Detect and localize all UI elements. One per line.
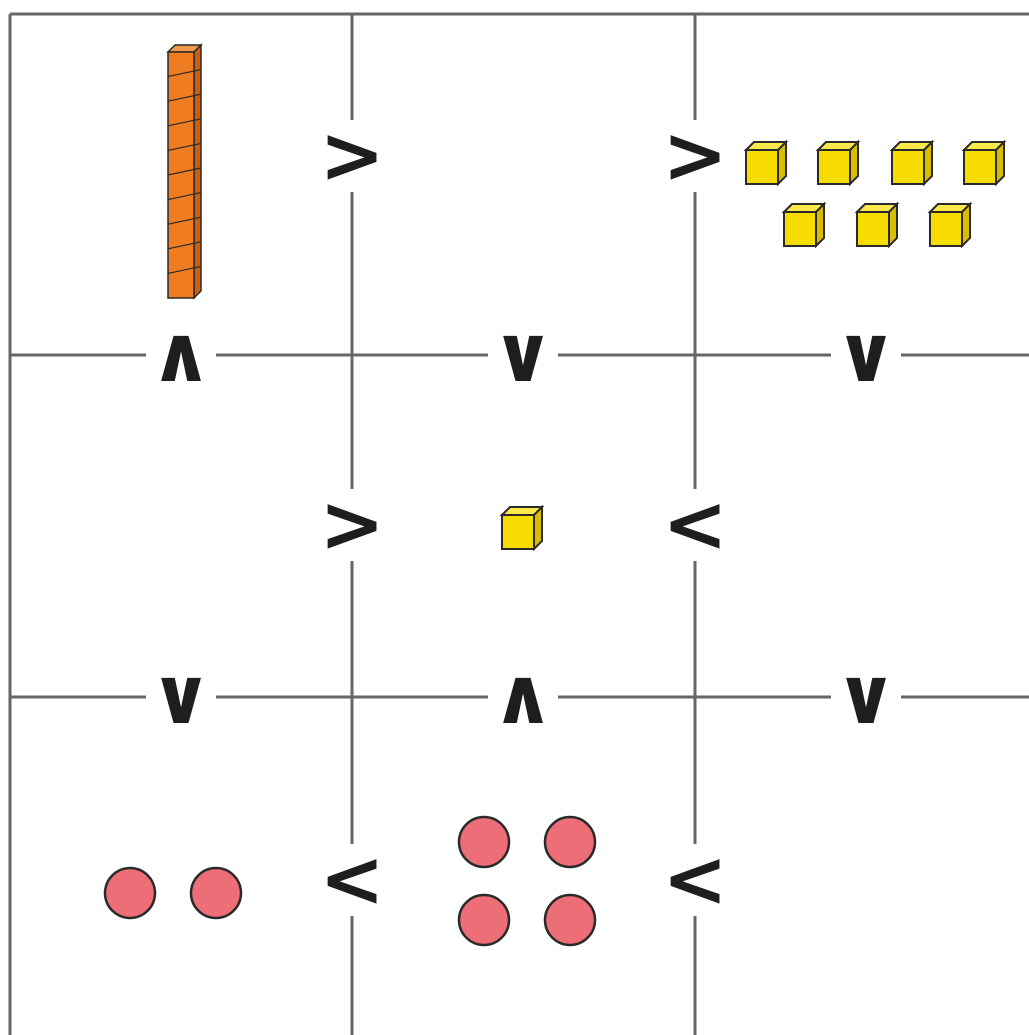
comparison-symbol-vertical: ∨ (834, 310, 897, 400)
unit-cube (929, 203, 971, 247)
unit-cube (501, 506, 543, 550)
comparison-symbols: > > > < < < ∧ ∨ ∨ ∨ ∧ ∨ (146, 111, 901, 925)
comparison-symbol-vertical: ∧ (491, 652, 554, 742)
counter-dot (103, 866, 157, 920)
cell-contents (103, 43, 1005, 947)
unit-cube (891, 141, 933, 185)
counter-dot (457, 893, 511, 947)
comparison-symbol-vertical: ∨ (491, 310, 554, 400)
unit-cube (963, 141, 1005, 185)
comparison-symbol-horizontal: < (319, 835, 384, 925)
counter-dot (457, 815, 511, 869)
counter-dot (543, 815, 597, 869)
counter-dot (543, 893, 597, 947)
comparison-symbol-vertical: ∨ (149, 652, 212, 742)
unit-cube (783, 203, 825, 247)
comparison-symbol-horizontal: > (319, 480, 384, 570)
counter-dot (189, 866, 243, 920)
unit-cube (745, 141, 787, 185)
unit-cube (856, 203, 898, 247)
ten-rod (166, 43, 203, 300)
comparison-symbol-horizontal: > (319, 111, 384, 201)
comparison-symbol-horizontal: < (662, 835, 727, 925)
comparison-symbol-vertical: ∨ (834, 652, 897, 742)
comparison-symbol-horizontal: > (662, 111, 727, 201)
comparison-symbol-horizontal: < (662, 480, 727, 570)
unit-cube (817, 141, 859, 185)
comparison-symbol-vertical: ∧ (149, 310, 212, 400)
